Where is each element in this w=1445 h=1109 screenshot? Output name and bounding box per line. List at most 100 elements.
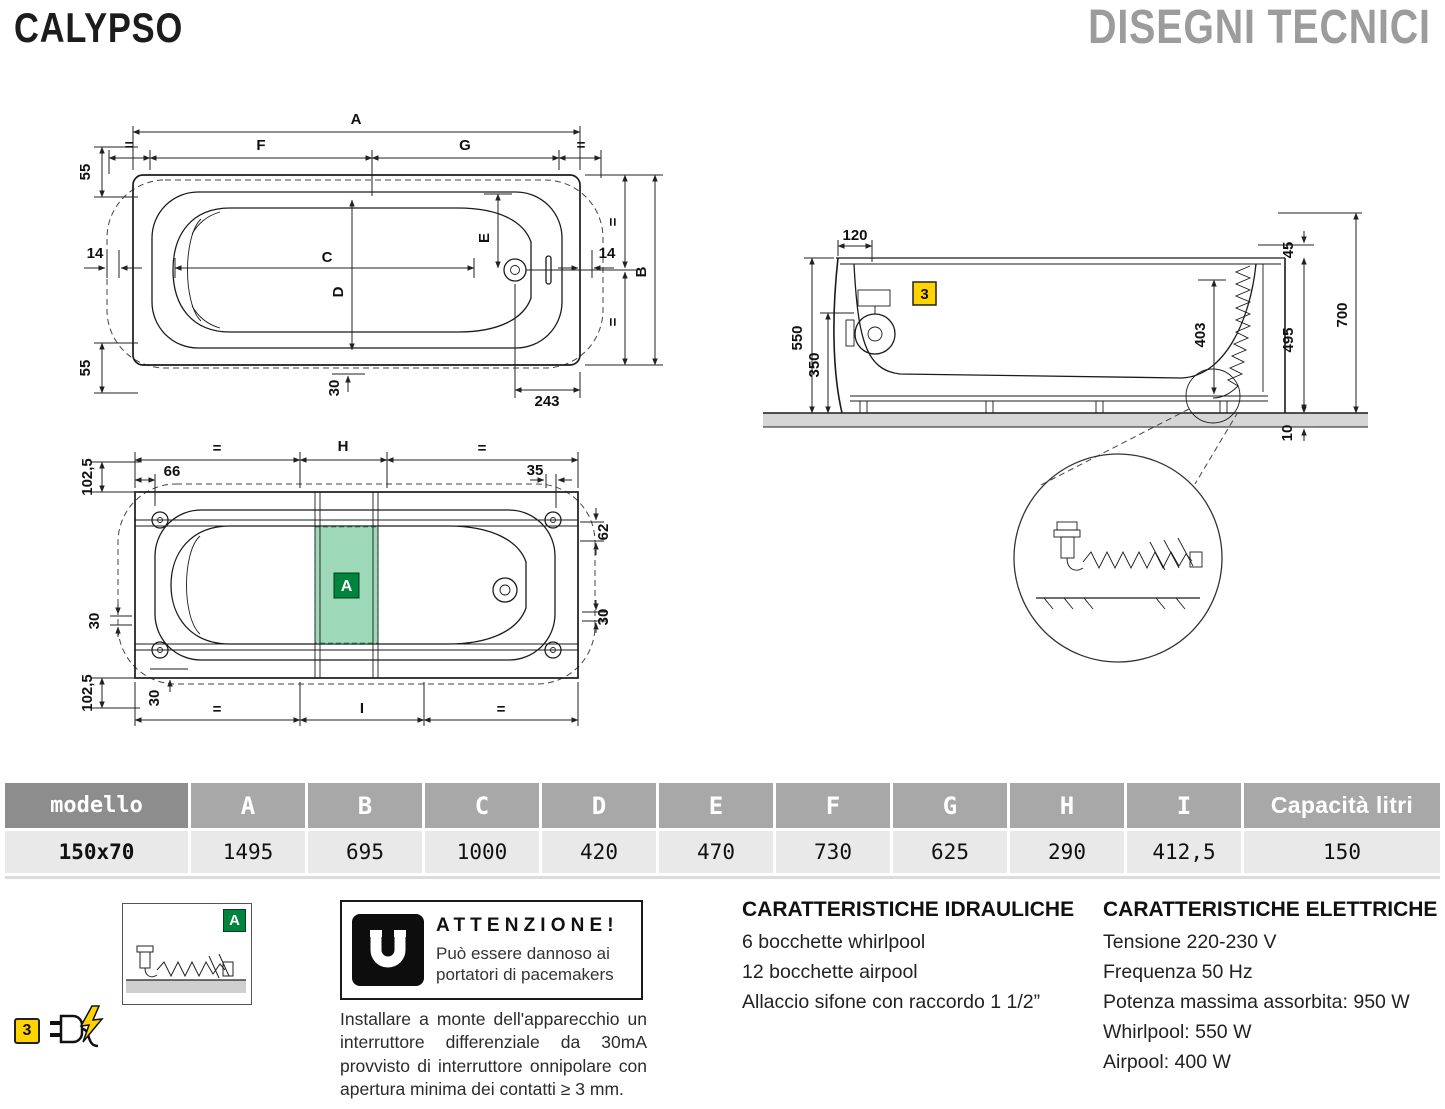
dim-bot-35: 35: [527, 462, 544, 479]
electric-item-3: Potenza massima assorbita: 950 W: [1103, 991, 1410, 1013]
siphon-detail-drawing: [1036, 521, 1203, 610]
top-view-dimension-lines: [84, 126, 663, 398]
table-cell-h: 290: [1010, 831, 1124, 873]
dim-top-eq-lower: =: [605, 317, 622, 326]
table-header-i: I: [1127, 783, 1241, 828]
hydraulic-item-2: 12 bocchette airpool: [742, 961, 918, 983]
siphon-mini-diagram-box: A: [122, 903, 252, 1005]
warning-title: ATTENZIONE!: [436, 914, 619, 936]
drain-circle: [492, 577, 518, 603]
dim-top-14-left: 14: [87, 245, 104, 262]
table-header-modello: modello: [5, 783, 188, 828]
warning-line-2: portatori di pacemakers: [436, 965, 614, 984]
dim-top-d: D: [330, 286, 347, 297]
magnet-icon: [370, 930, 406, 968]
dim-top-g: G: [459, 137, 471, 154]
hydraulic-item-1: 6 bocchette whirlpool: [742, 931, 926, 953]
area-a-badge: A: [333, 572, 360, 599]
dim-bot-eq-top-right: =: [478, 440, 487, 457]
installation-note: Installare a monte dell'apparecchio un i…: [340, 1009, 647, 1099]
note-3-badge: 3: [912, 281, 937, 306]
drain-circle: [503, 258, 527, 282]
electrical-hazard-icon-wrap: [48, 1004, 110, 1063]
bottom-view-dimension-lines: [92, 452, 608, 726]
table-header-h: H: [1010, 783, 1124, 828]
table-cell-model: 150x70: [5, 831, 188, 873]
warning-text: ATTENZIONE! Può essere dannoso ai portat…: [436, 915, 619, 986]
warning-line-1: Può essere dannoso ai: [436, 943, 610, 963]
dimension-table: modello A B C D E F G H I Capacità litri…: [5, 783, 1440, 879]
table-header-b: B: [308, 783, 422, 828]
table-cell-c: 1000: [425, 831, 539, 873]
page-title: CALYPSO: [14, 4, 184, 51]
dim-top-f: F: [256, 137, 265, 154]
electric-item-1: Tensione 220-230 V: [1103, 931, 1277, 953]
dim-top-eq-upper: =: [605, 217, 622, 226]
hydraulic-title: CARATTERISTICHE IDRAULICHE: [742, 898, 1075, 921]
tub-underside-outline: [117, 483, 596, 685]
table-cell-a: 1495: [191, 831, 305, 873]
corrugated-overflow-hose: [1227, 265, 1252, 387]
bottom-view-drawing: A: [80, 438, 612, 726]
tub-section-outline: [833, 257, 1286, 414]
dim-bot-eq-top-left: =: [213, 440, 222, 457]
dim-bot-eq-bottom-right: =: [497, 701, 506, 718]
dim-side-403: 403: [1192, 322, 1209, 347]
dim-top-30: 30: [326, 380, 343, 397]
siphon-mini-diagram: [126, 945, 246, 993]
dim-side-495: 495: [1280, 327, 1297, 352]
dim-top-eq-left: =: [125, 137, 134, 154]
side-view-dimension-labels: 120 550 350 403 45 495 700 10: [789, 227, 1351, 441]
area-a-label: A: [341, 578, 353, 595]
table-cell-f: 730: [776, 831, 890, 873]
table-cell-capacita: 150: [1244, 831, 1440, 873]
table-header-a: A: [191, 783, 305, 828]
table-header-f: F: [776, 783, 890, 828]
dim-side-550: 550: [789, 325, 806, 350]
dim-bot-i: I: [360, 700, 364, 717]
dim-side-45: 45: [1280, 242, 1297, 259]
pacemaker-warning-box: ATTENZIONE! Può essere dannoso ai portat…: [340, 900, 643, 1000]
dim-side-700: 700: [1334, 302, 1351, 327]
electric-item-4: Whirlpool: 550 W: [1103, 1021, 1252, 1043]
top-view-dimension-labels: A = F G = 55 14 55 C D E 14 = = B 30 243: [80, 111, 650, 410]
dim-bot-102-top: 102,5: [80, 458, 96, 496]
table-header-e: E: [659, 783, 773, 828]
table-header-capacita: Capacità litri: [1244, 783, 1440, 828]
dim-side-120: 120: [842, 227, 867, 244]
electrical-note-3-badge: 3: [14, 1018, 40, 1044]
side-view-dimension-lines: [798, 212, 1362, 441]
dim-top-55-bottom: 55: [80, 360, 94, 377]
table-cell-i: 412,5: [1127, 831, 1241, 873]
hydraulic-item-3: Allaccio sifone con raccordo 1 1/2”: [742, 991, 1041, 1013]
siphon-detail-circle: [1013, 453, 1223, 663]
dim-side-350: 350: [806, 352, 823, 377]
table-cell-d: 420: [542, 831, 656, 873]
dim-bot-62: 62: [595, 524, 612, 541]
side-view-drawing: 3 120 550 350 403 45 495 7: [763, 212, 1368, 663]
hydraulic-specs: CARATTERISTICHE IDRAULICHE 6 bocchette w…: [742, 898, 1092, 1021]
table-header-d: D: [542, 783, 656, 828]
dim-top-b: B: [633, 266, 650, 277]
page-subtitle: DISEGNI TECNICI: [1088, 1, 1431, 54]
detail-circles: [1013, 368, 1241, 663]
magnet-warning-icon-box: [352, 914, 424, 986]
table-cell-g: 625: [893, 831, 1007, 873]
dim-bot-h: H: [338, 438, 349, 455]
electric-item-2: Frequenza 50 Hz: [1103, 961, 1253, 983]
dim-side-10: 10: [1279, 425, 1296, 442]
table-header-c: C: [425, 783, 539, 828]
dim-top-243: 243: [534, 393, 559, 410]
table-header-g: G: [893, 783, 1007, 828]
dim-top-55-top: 55: [80, 164, 94, 181]
dim-top-a: A: [351, 111, 362, 128]
electric-title: CARATTERISTICHE ELETTRICHE: [1103, 898, 1438, 921]
dim-bot-102-bottom: 102,5: [80, 674, 96, 712]
bottom-view-dimension-labels: = H = 102,5 66 35 62 30 30 30 102,5 = I …: [80, 438, 612, 718]
plug-lightning-icon: [50, 1005, 104, 1048]
table-cell-e: 470: [659, 831, 773, 873]
dim-top-e: E: [476, 233, 493, 243]
ground-line: [763, 412, 1368, 428]
dim-top-c: C: [322, 249, 333, 266]
